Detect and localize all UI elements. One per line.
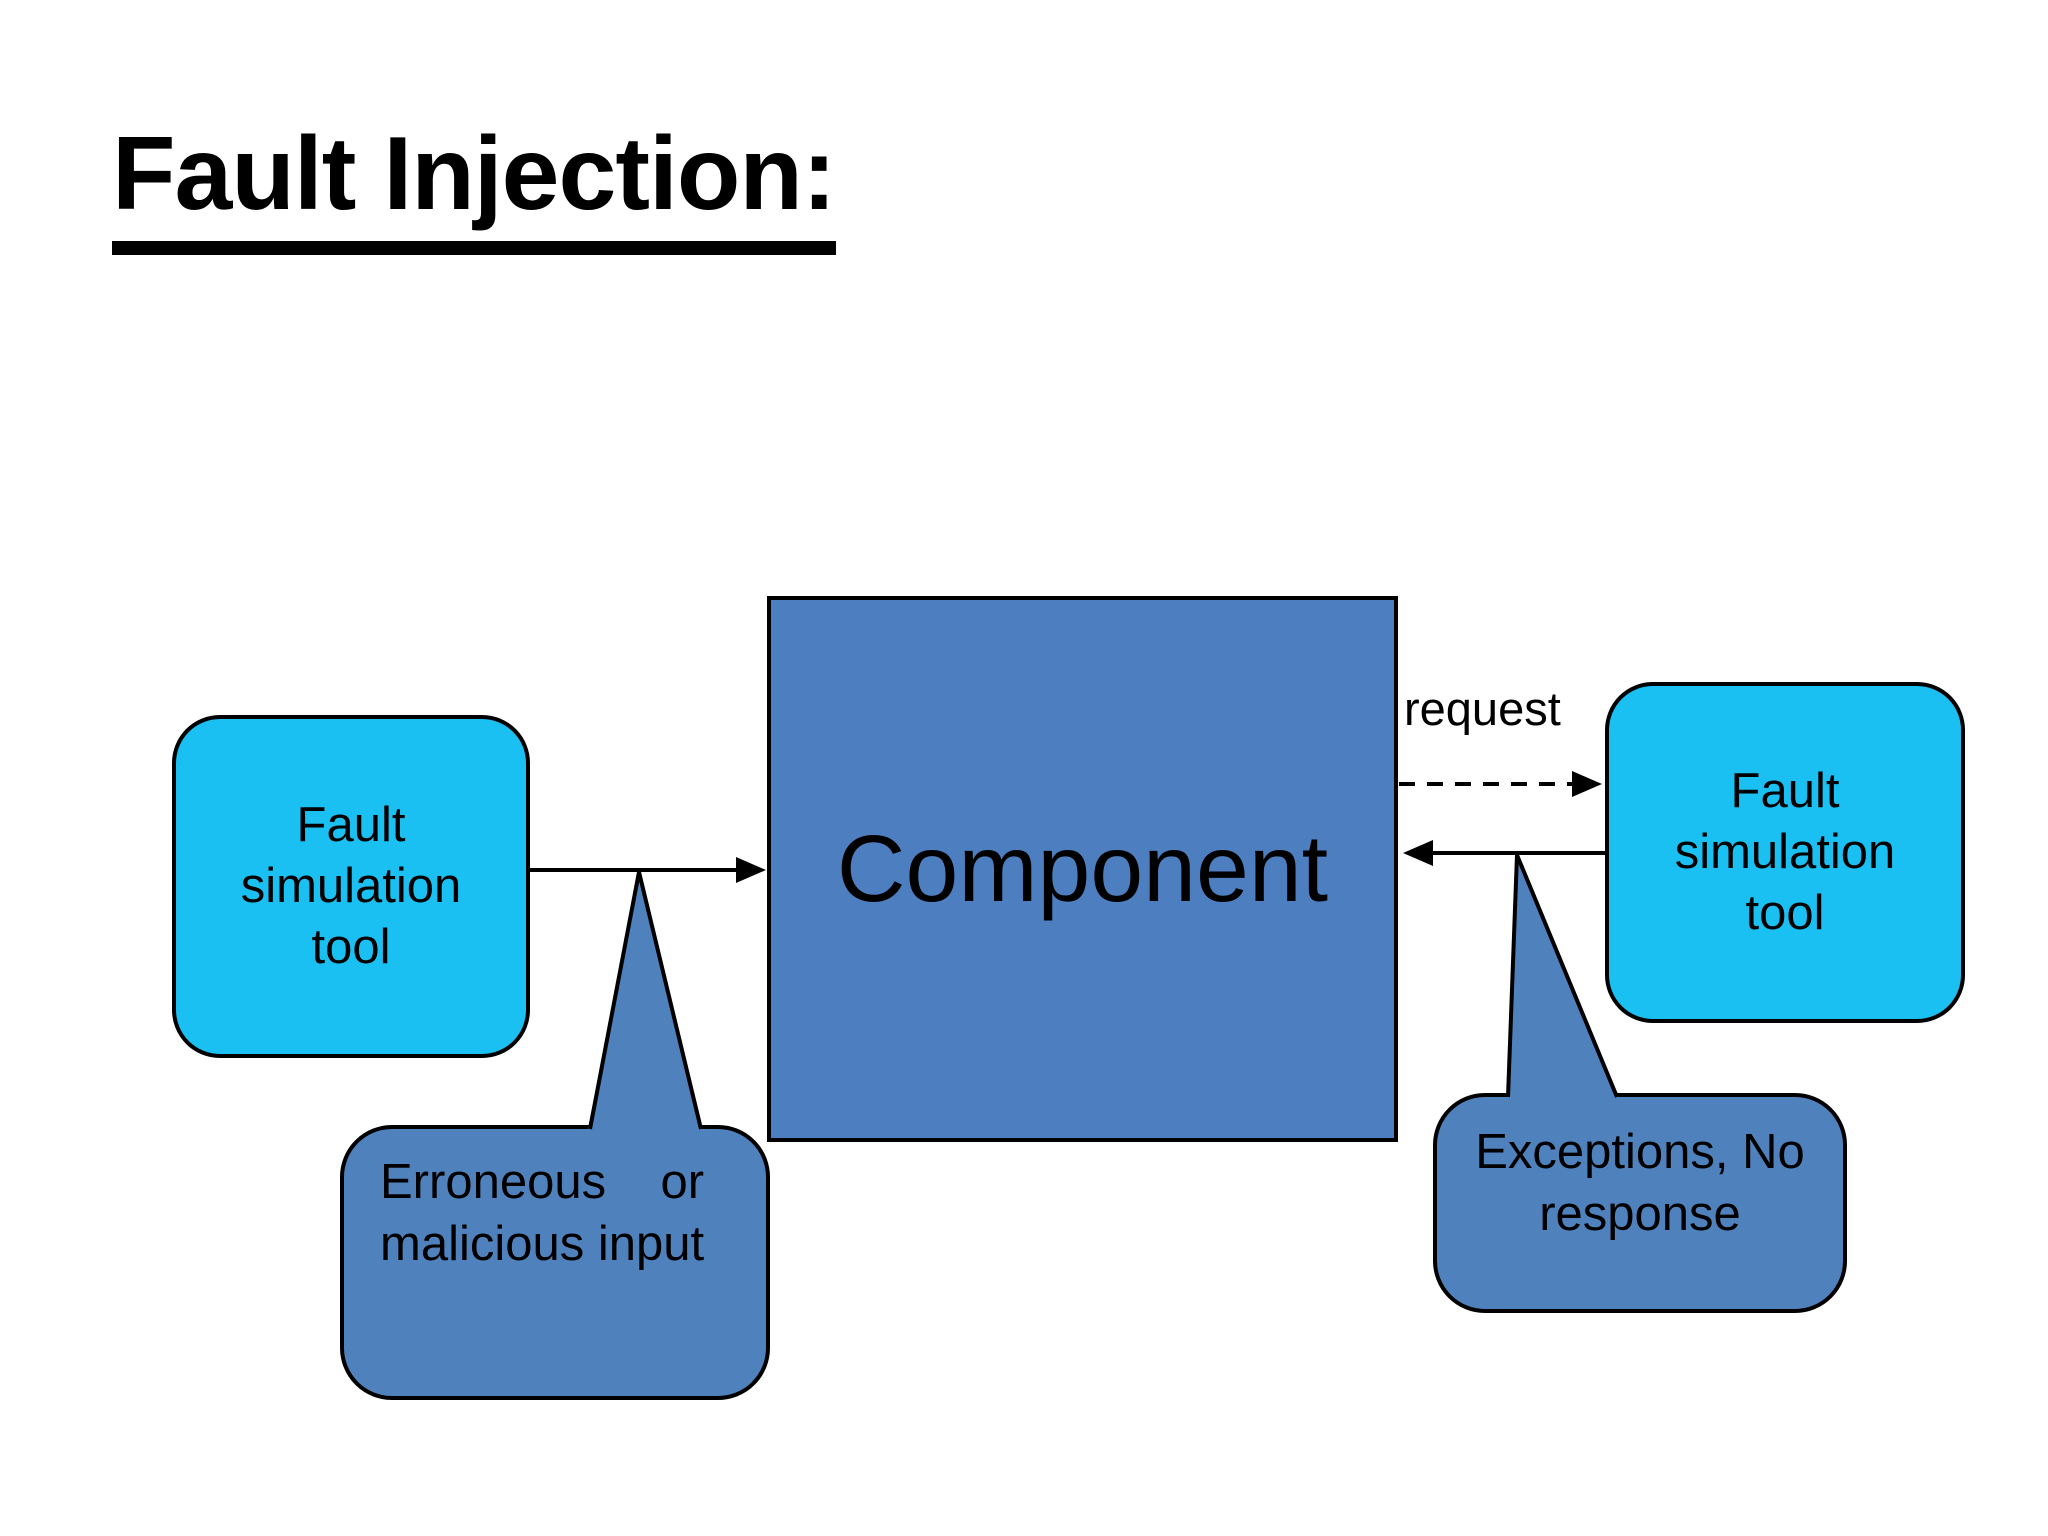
callout-text-line: response xyxy=(1539,1187,1741,1241)
request-arrow-head xyxy=(1572,771,1602,797)
exceptions-callout: Exceptions, No response xyxy=(1433,1093,1847,1313)
exceptions-callout-pointer xyxy=(1506,855,1620,1101)
exceptions-callout-pointer-outline xyxy=(1506,854,1619,1098)
callout-text-line: malicious input xyxy=(380,1217,705,1271)
component-box: Component xyxy=(767,596,1398,1142)
tool-label-line: Fault xyxy=(296,798,406,852)
callout-text-line: Erroneous or xyxy=(380,1155,705,1209)
response-arrow-head xyxy=(1403,840,1433,866)
fault-simulation-tool-right: Fault simulation tool xyxy=(1605,682,1965,1023)
input-arrow-head xyxy=(736,857,766,883)
fault-simulation-tool-left: Fault simulation tool xyxy=(172,715,530,1058)
tool-label-line: Fault xyxy=(1730,764,1840,818)
tool-label-line: simulation xyxy=(240,859,462,913)
page-title: Fault Injection: xyxy=(112,112,837,255)
erroneous-callout-pointer xyxy=(587,872,703,1133)
request-arrow-label: request xyxy=(1404,682,1561,735)
tool-label-line: tool xyxy=(1745,886,1825,940)
erroneous-callout-pointer-outline xyxy=(588,871,703,1130)
tool-label-line: tool xyxy=(311,920,391,974)
tool-label-line: simulation xyxy=(1674,825,1896,879)
component-label: Component xyxy=(836,815,1329,922)
callout-text-line: Exceptions, No xyxy=(1475,1125,1805,1179)
erroneous-input-callout: Erroneous or malicious input xyxy=(340,1125,770,1400)
